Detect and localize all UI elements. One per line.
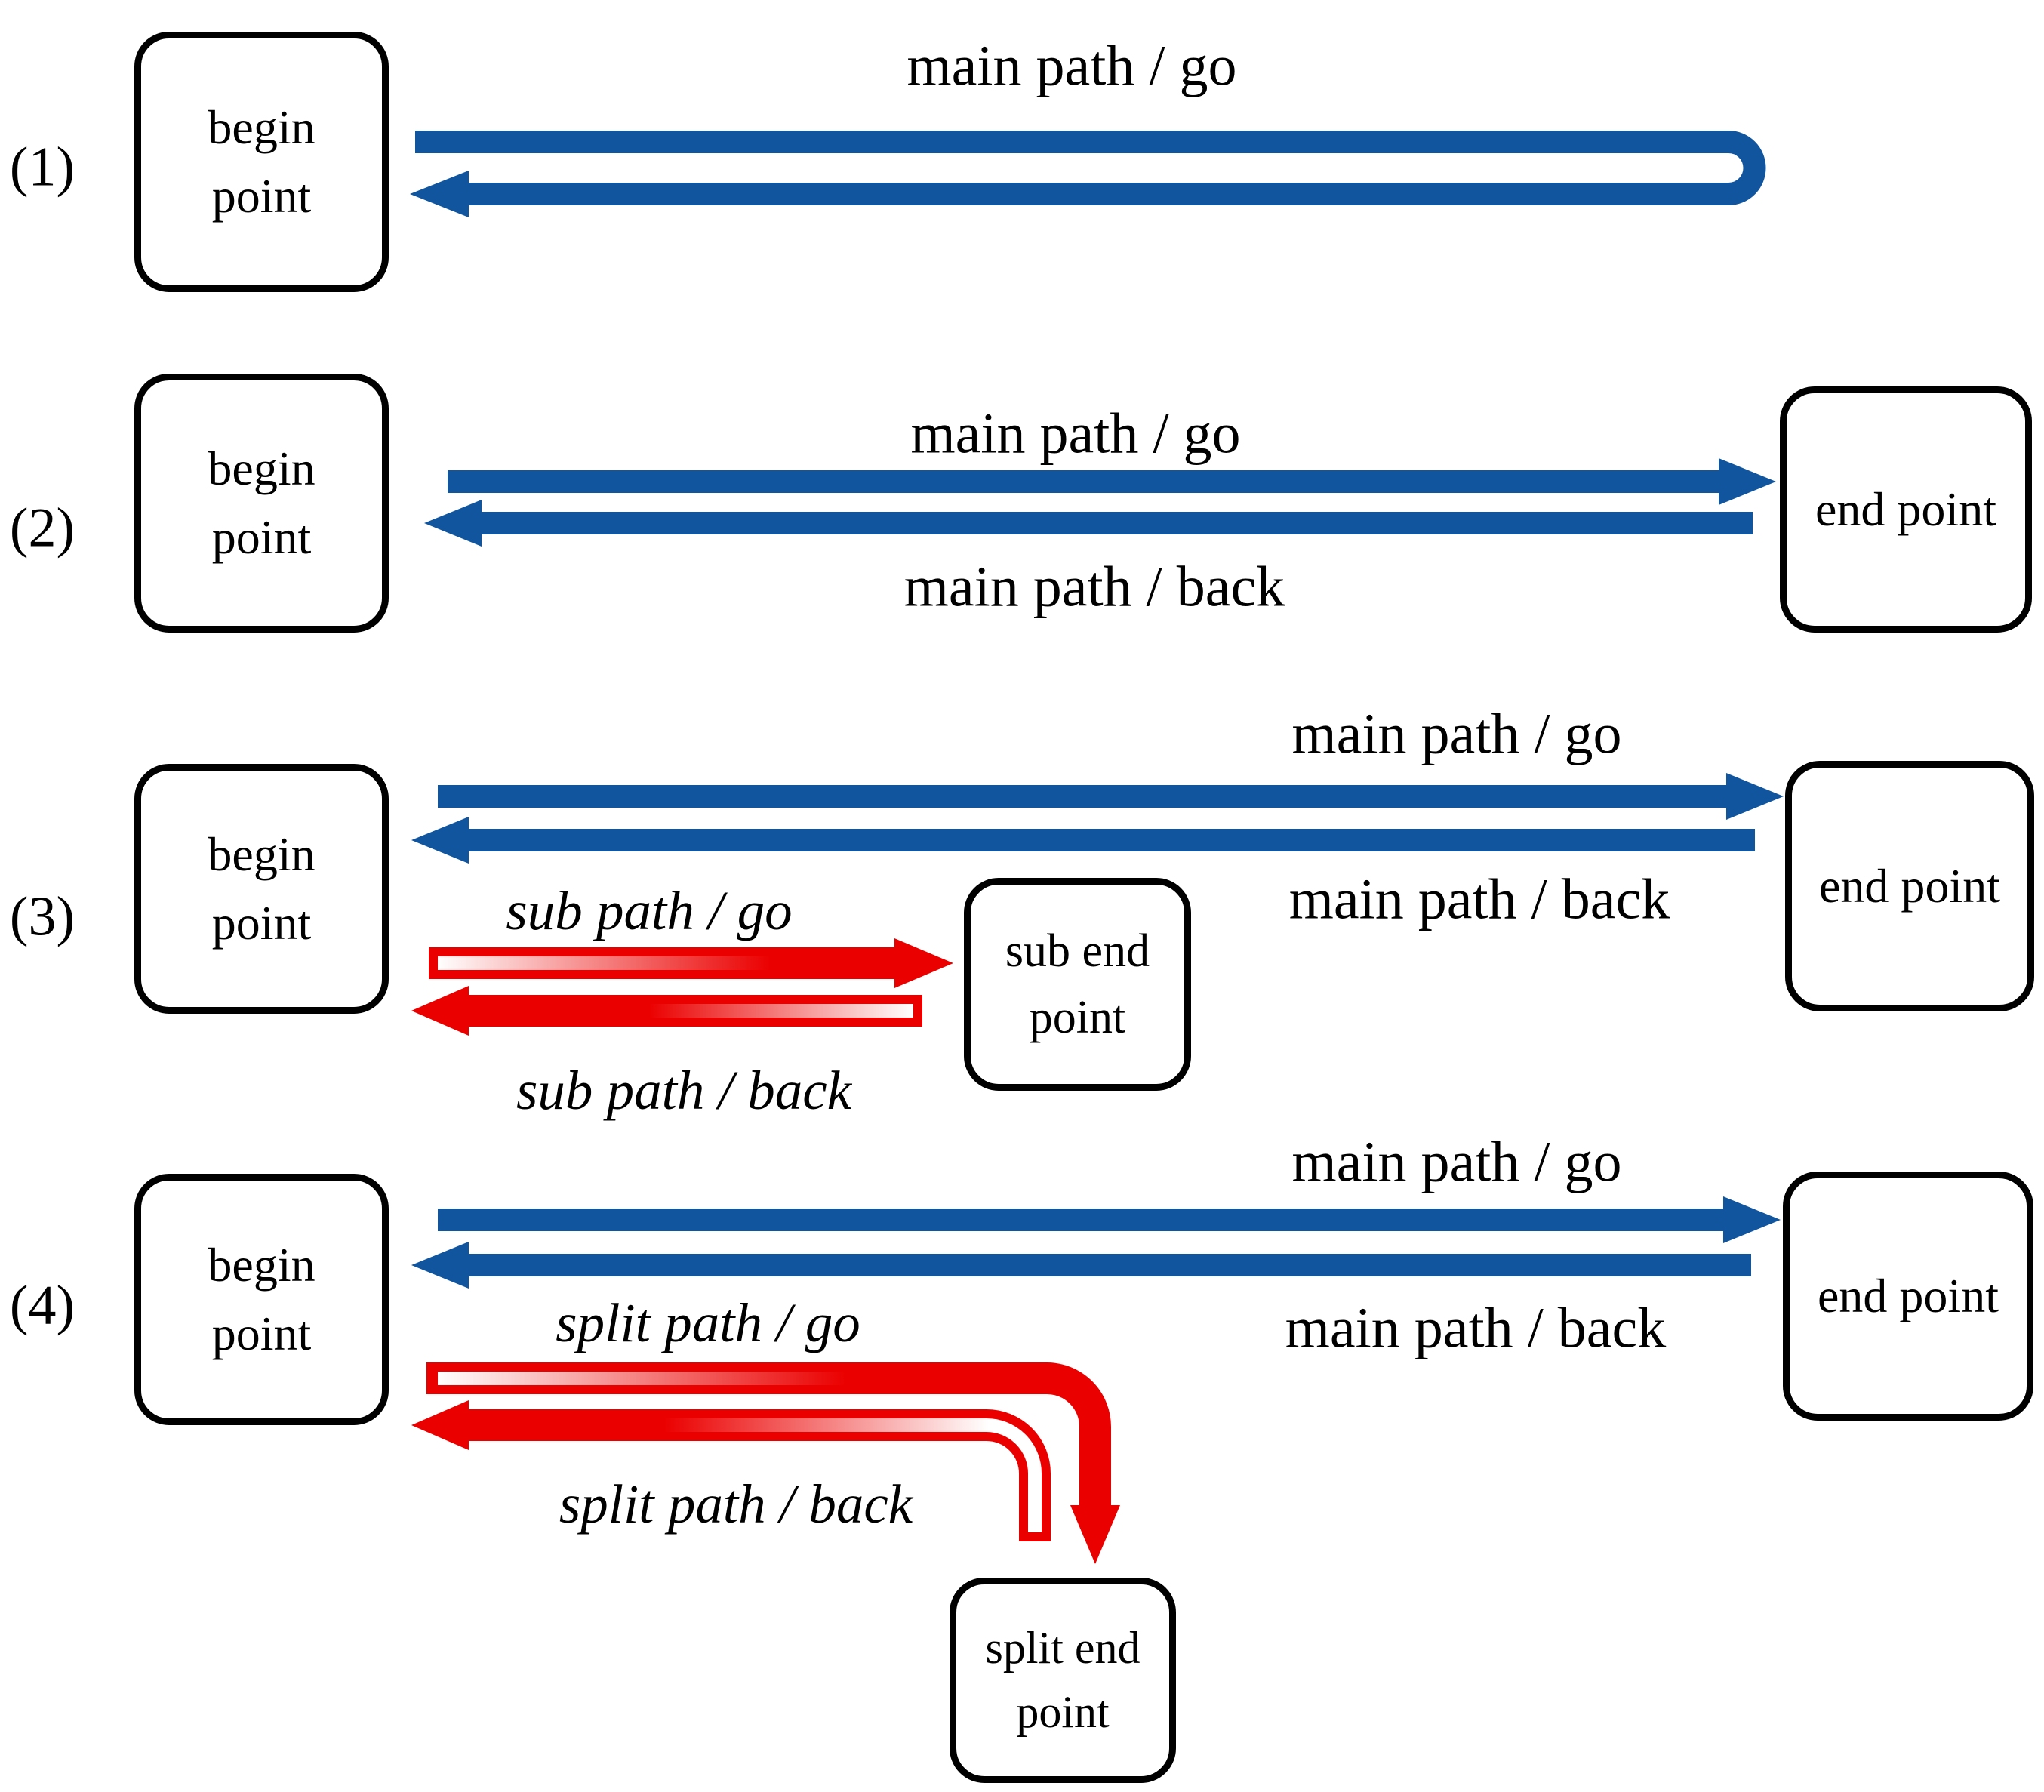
row4-main-path-go-arrow xyxy=(438,1196,1781,1243)
row1-begin-point-box: begin point xyxy=(134,32,389,292)
row3-main-path-go-arrow xyxy=(438,773,1784,820)
row4-split-go-label: split path / go xyxy=(556,1292,860,1353)
row2-main-path-back-arrow xyxy=(424,500,1753,547)
row4-end-point-text: end point xyxy=(1818,1268,1999,1322)
row3-sub-path-go-arrow xyxy=(429,938,953,988)
row4-main-back-label: main path / back xyxy=(1285,1296,1667,1360)
row4-main-go-label: main path / go xyxy=(1291,1130,1622,1194)
row4-split-end-point-text: split end point xyxy=(985,1622,1141,1737)
row4-end-point-box: end point xyxy=(1783,1172,2033,1421)
row4-main-path-back-arrow xyxy=(411,1242,1751,1289)
row4-split-end-point-box: split end point xyxy=(950,1578,1176,1783)
row2-end-point-box: end point xyxy=(1780,386,2032,633)
row1-begin-point-text: begin point xyxy=(208,100,316,223)
row3-main-go-label: main path / go xyxy=(1291,702,1622,766)
row2-main-path-go-arrow xyxy=(448,458,1776,505)
row4-index-label: (4) xyxy=(9,1274,75,1337)
row4-split-path-go-arrow xyxy=(426,1362,1120,1564)
row2-main-go-label: main path / go xyxy=(910,402,1241,466)
row2-index-label: (2) xyxy=(9,497,75,559)
row3-sub-end-point-text: sub end point xyxy=(1005,925,1150,1043)
row3-sub-go-label: sub path / go xyxy=(506,880,793,941)
row2-main-back-label: main path / back xyxy=(903,555,1285,619)
row4-begin-point-text: begin point xyxy=(208,1237,316,1360)
row3-sub-path-back-arrow xyxy=(411,986,922,1036)
row3-begin-point-box: begin point xyxy=(134,764,389,1014)
row4-begin-point-box: begin point xyxy=(134,1174,389,1425)
row3-end-point-box: end point xyxy=(1785,761,2034,1011)
row1-main-path-uturn-arrow xyxy=(410,131,1766,217)
row2-end-point-text: end point xyxy=(1815,482,1996,536)
row3-main-back-label: main path / back xyxy=(1288,867,1670,931)
row3-begin-point-text: begin point xyxy=(208,827,316,950)
row3-index-label: (3) xyxy=(9,885,75,948)
row3-sub-back-label: sub path / back xyxy=(516,1060,852,1121)
row1-main-go-label: main path / go xyxy=(907,34,1237,98)
row1-index-label: (1) xyxy=(9,136,75,199)
row4-split-path-back-arrow xyxy=(411,1400,1051,1541)
row2-begin-point-text: begin point xyxy=(208,441,316,564)
row4-split-back-label: split path / back xyxy=(559,1473,913,1535)
row2-begin-point-box: begin point xyxy=(134,374,389,633)
row3-main-path-back-arrow xyxy=(411,817,1755,864)
row3-sub-end-point-box: sub end point xyxy=(964,878,1191,1091)
row3-end-point-text: end point xyxy=(1819,858,2000,913)
